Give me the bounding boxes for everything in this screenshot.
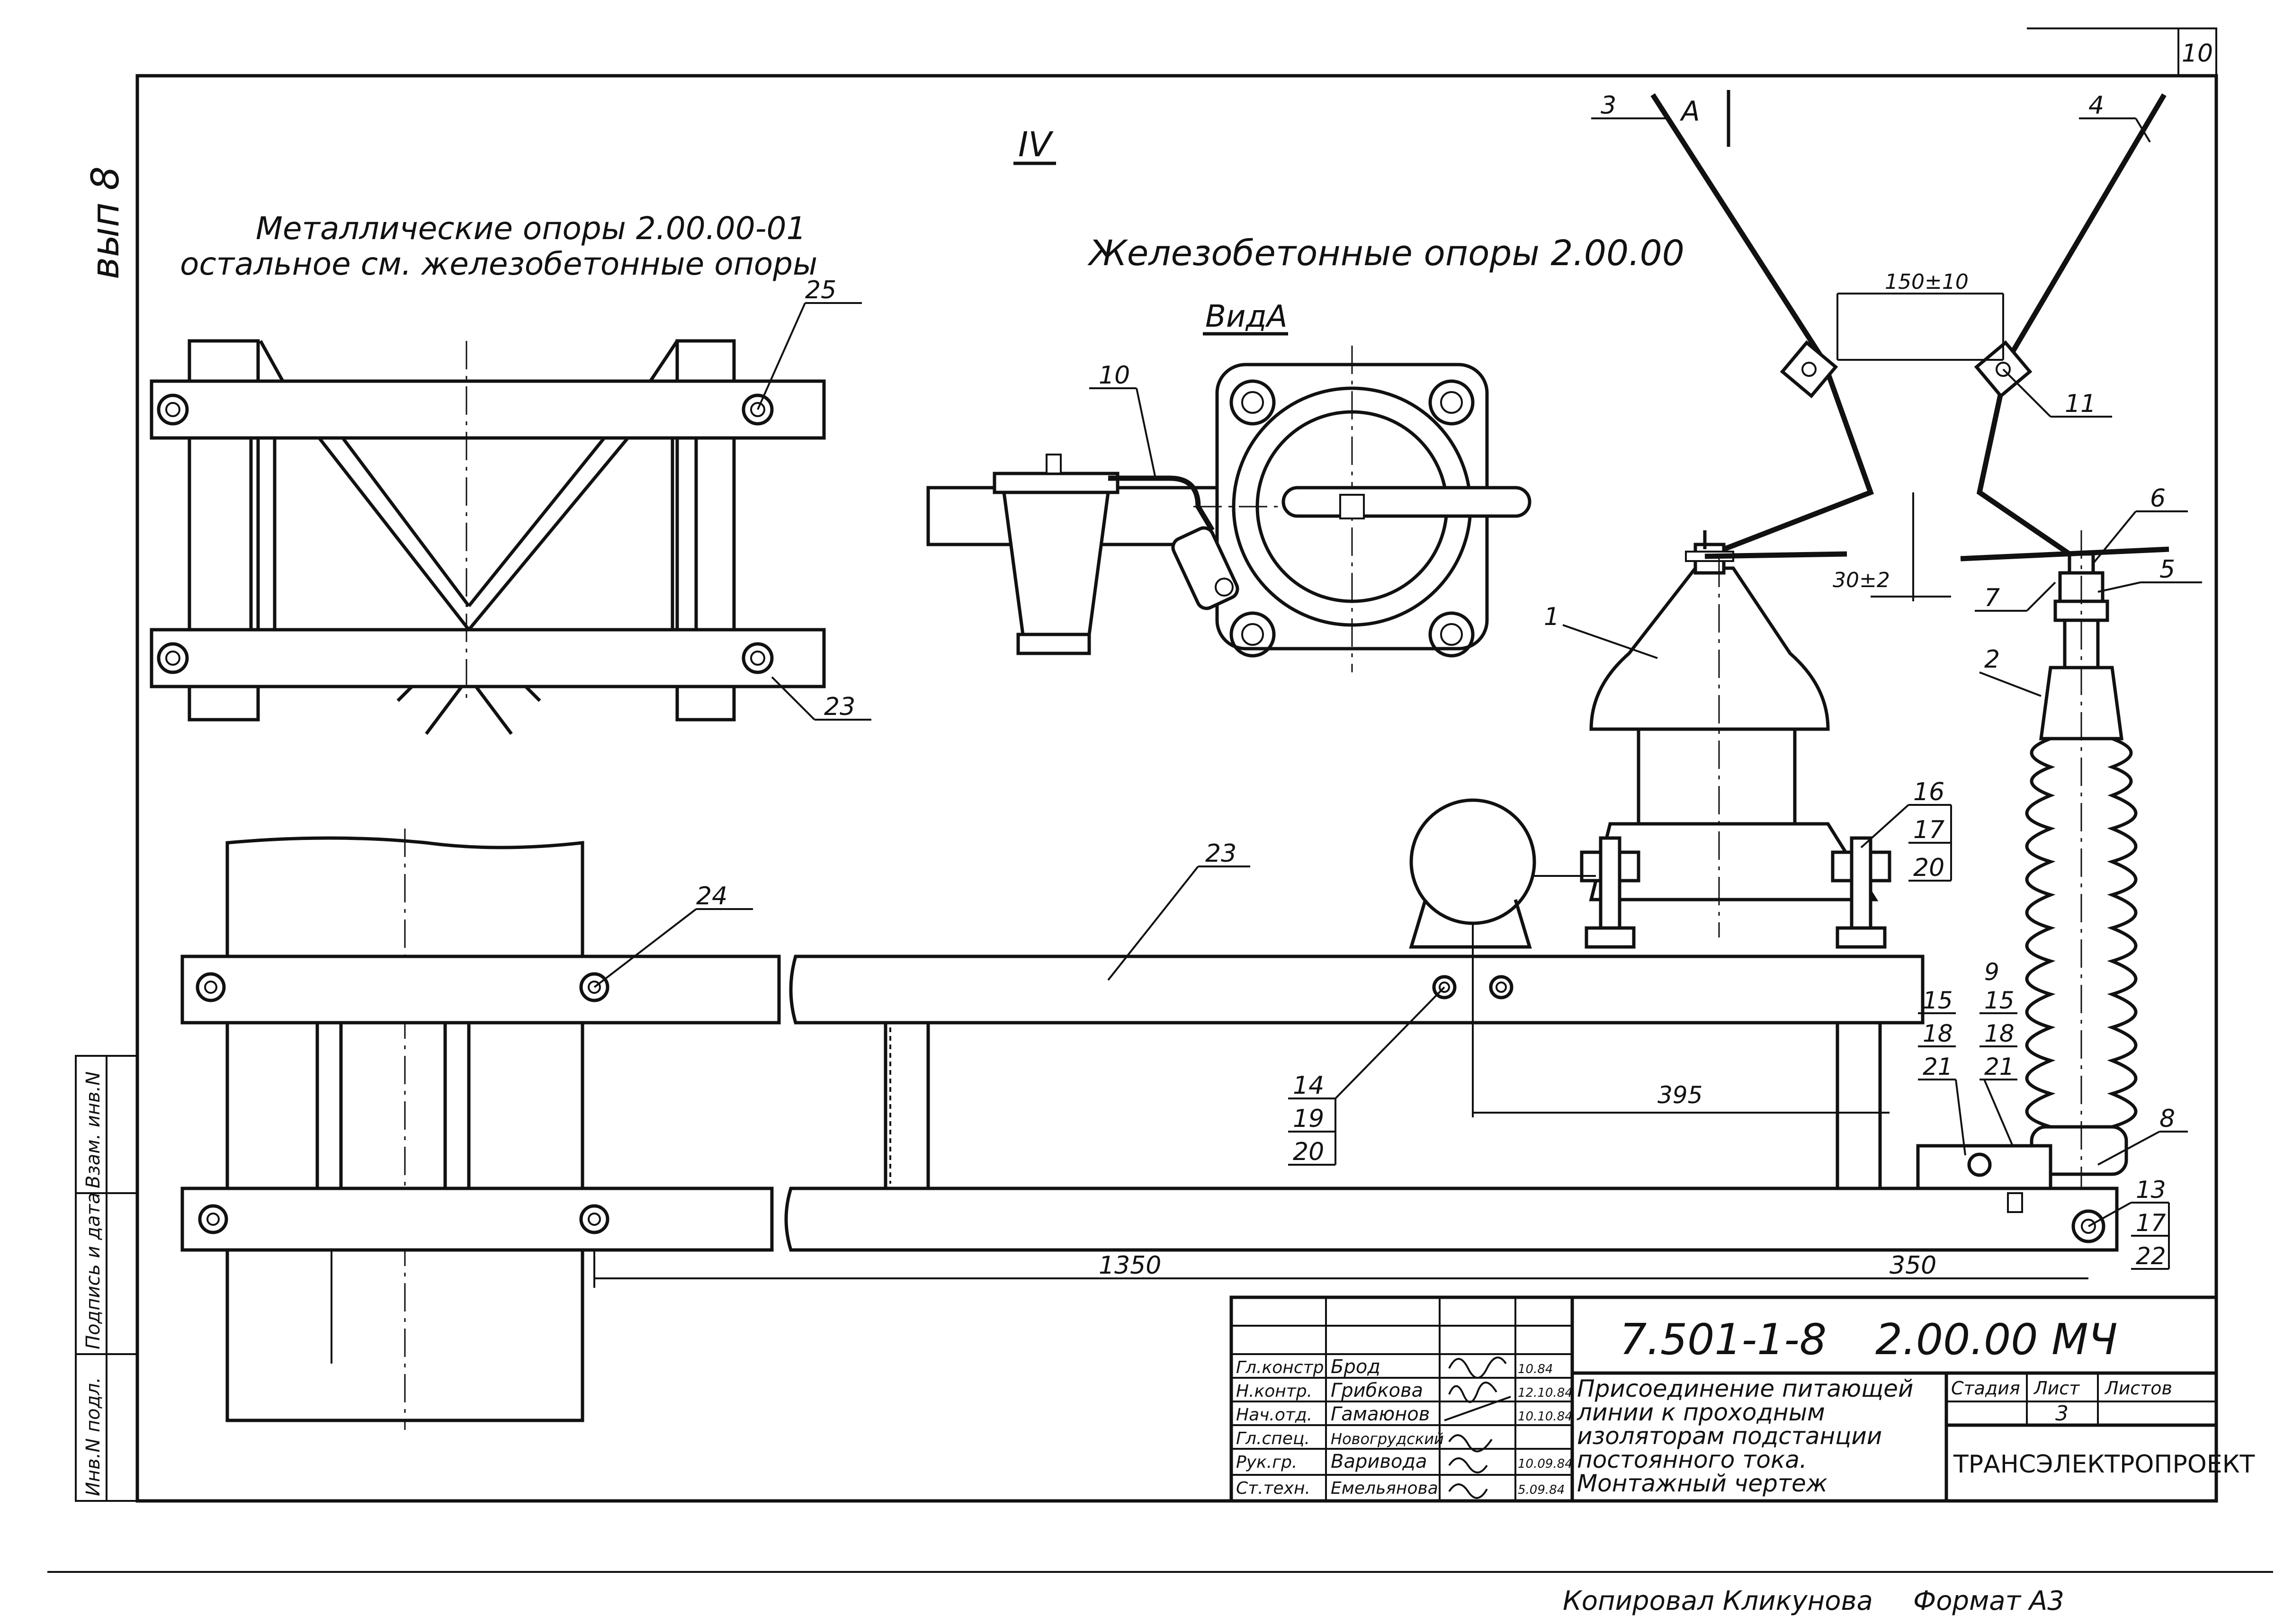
stage-label: Стадия [1951, 1378, 2020, 1399]
callout-25: 25 [805, 276, 836, 304]
role-row-4: Гл.спец. [1236, 1429, 1310, 1448]
callout-3: 3 [1601, 91, 1616, 120]
organization: ТРАНСЭЛЕКТРОПРОЕКТ [1953, 1450, 2255, 1479]
side-note: вып 8 [83, 166, 127, 279]
callout-21: 21 [1923, 1053, 1953, 1080]
name-row-2: Грибкова [1331, 1380, 1423, 1401]
frame: 10 [47, 27, 2273, 1573]
section-a-mark: А [1679, 95, 1700, 127]
view-a-label: ВидА [1205, 299, 1288, 334]
name-row-5: Варивода [1331, 1451, 1427, 1472]
bushing-insulator [1580, 530, 1891, 949]
callout-13: 13 [2136, 1176, 2166, 1204]
dim-150: 150±10 [1885, 270, 1969, 294]
margin-field-inventory: Инв.N подл. [82, 1377, 104, 1496]
date-row-6: 5.09.84 [1518, 1483, 1565, 1497]
callout-8: 8 [2159, 1105, 2175, 1133]
callout-21-b: 21 [1984, 1053, 2015, 1080]
callout-20: 20 [1913, 854, 1944, 882]
title-line-1: Присоединение питающей [1577, 1375, 1913, 1402]
section-mark: IV [1018, 125, 1054, 164]
role-row-3: Нач.отд. [1236, 1405, 1312, 1425]
dim-1350: 1350 [1099, 1251, 1161, 1280]
callout-7: 7 [1984, 584, 2000, 612]
dim-395: 395 [1657, 1081, 1702, 1109]
margin-field-signature: Подпись и дата [82, 1193, 104, 1349]
heading-metal: Металлические опоры 2.00.00-01 [256, 210, 806, 247]
callout-18: 18 [1923, 1020, 1953, 1047]
date-row-5: 10.09.84 [1518, 1457, 1573, 1471]
role-row-2: Н.контр. [1236, 1382, 1312, 1401]
callout-20-b: 20 [1293, 1138, 1324, 1166]
callout-16: 16 [1913, 778, 1944, 806]
doc-series: 7.501-1-8 [1620, 1315, 1827, 1365]
view-a-detail [926, 346, 1532, 672]
callout-2: 2 [1984, 645, 2000, 674]
dimension-lines [593, 923, 2088, 1288]
metal-support-detail [150, 339, 826, 735]
page-number: 10 [2182, 39, 2213, 68]
callout-17-b: 17 [2136, 1209, 2166, 1237]
heading-concrete: Железобетонные опоры 2.00.00 [1087, 233, 1684, 274]
name-row-1: Брод [1331, 1356, 1380, 1378]
feed-arms [1650, 90, 2167, 601]
callout-1: 1 [1544, 603, 1559, 631]
callout-15: 15 [1923, 987, 1953, 1014]
callout-14: 14 [1293, 1071, 1324, 1100]
name-row-6: Емельянова [1331, 1479, 1438, 1498]
callout-11: 11 [2065, 390, 2096, 418]
title-block [1229, 1295, 2218, 1503]
date-row-3: 10.10.84 [1518, 1410, 1573, 1424]
station-insulator [1960, 530, 2169, 1193]
callout-10: 10 [1099, 361, 1130, 390]
dim-30: 30±2 [1833, 568, 1890, 592]
callout-22: 22 [2136, 1242, 2166, 1270]
date-row-2: 12.10.84 [1518, 1386, 1573, 1400]
callout-17: 17 [1913, 816, 1944, 844]
title-line-2: линии к проходным [1576, 1399, 1825, 1426]
callout-23-bottom: 23 [1205, 839, 1236, 868]
sheet-label: Лист [2033, 1378, 2080, 1399]
title-line-5: Монтажный чертеж [1577, 1470, 1827, 1497]
doc-code: 2.00.00 МЧ [1875, 1315, 2117, 1365]
title-line-3: изоляторам подстанции [1577, 1422, 1882, 1450]
role-row-6: Ст.техн. [1236, 1479, 1310, 1498]
title-line-4: постоянного тока. [1577, 1446, 1807, 1473]
name-row-4: Новогрудский [1331, 1430, 1444, 1448]
callout-18-b: 18 [1984, 1020, 2015, 1047]
dim-350: 350 [1890, 1251, 1936, 1280]
main-assembly [180, 829, 2119, 1430]
callout-6: 6 [2150, 484, 2166, 513]
role-row-5: Рук.гр. [1236, 1453, 1297, 1472]
callout-23-top: 23 [824, 693, 855, 721]
role-row-1: Гл.констр. [1236, 1358, 1329, 1377]
left-margin-stamp: Инв.N подл. Подпись и дата Взам. инв.N [75, 1055, 138, 1502]
callout-24: 24 [696, 882, 727, 910]
callout-4: 4 [2088, 91, 2104, 120]
callout-19: 19 [1293, 1105, 1324, 1133]
sheet-format: Формат А3 [1913, 1586, 2064, 1616]
callout-5: 5 [2159, 555, 2175, 584]
callout-15-b: 15 [1984, 987, 2015, 1014]
cable-drum [1409, 798, 1596, 949]
callout-9: 9 [1984, 958, 1999, 986]
margin-field-replacement: Взам. инв.N [82, 1071, 104, 1188]
copied-by: Копировал Кликунова [1563, 1586, 1873, 1616]
signatures [1444, 1356, 1511, 1499]
sheets-label: Листов [2104, 1378, 2172, 1399]
sheet-number: 3 [2055, 1401, 2069, 1426]
date-row-1: 10.84 [1518, 1362, 1553, 1376]
name-row-3: Гамаюнов [1331, 1403, 1430, 1425]
heading-metal-sub: остальное см. железобетонные опоры [180, 246, 817, 282]
